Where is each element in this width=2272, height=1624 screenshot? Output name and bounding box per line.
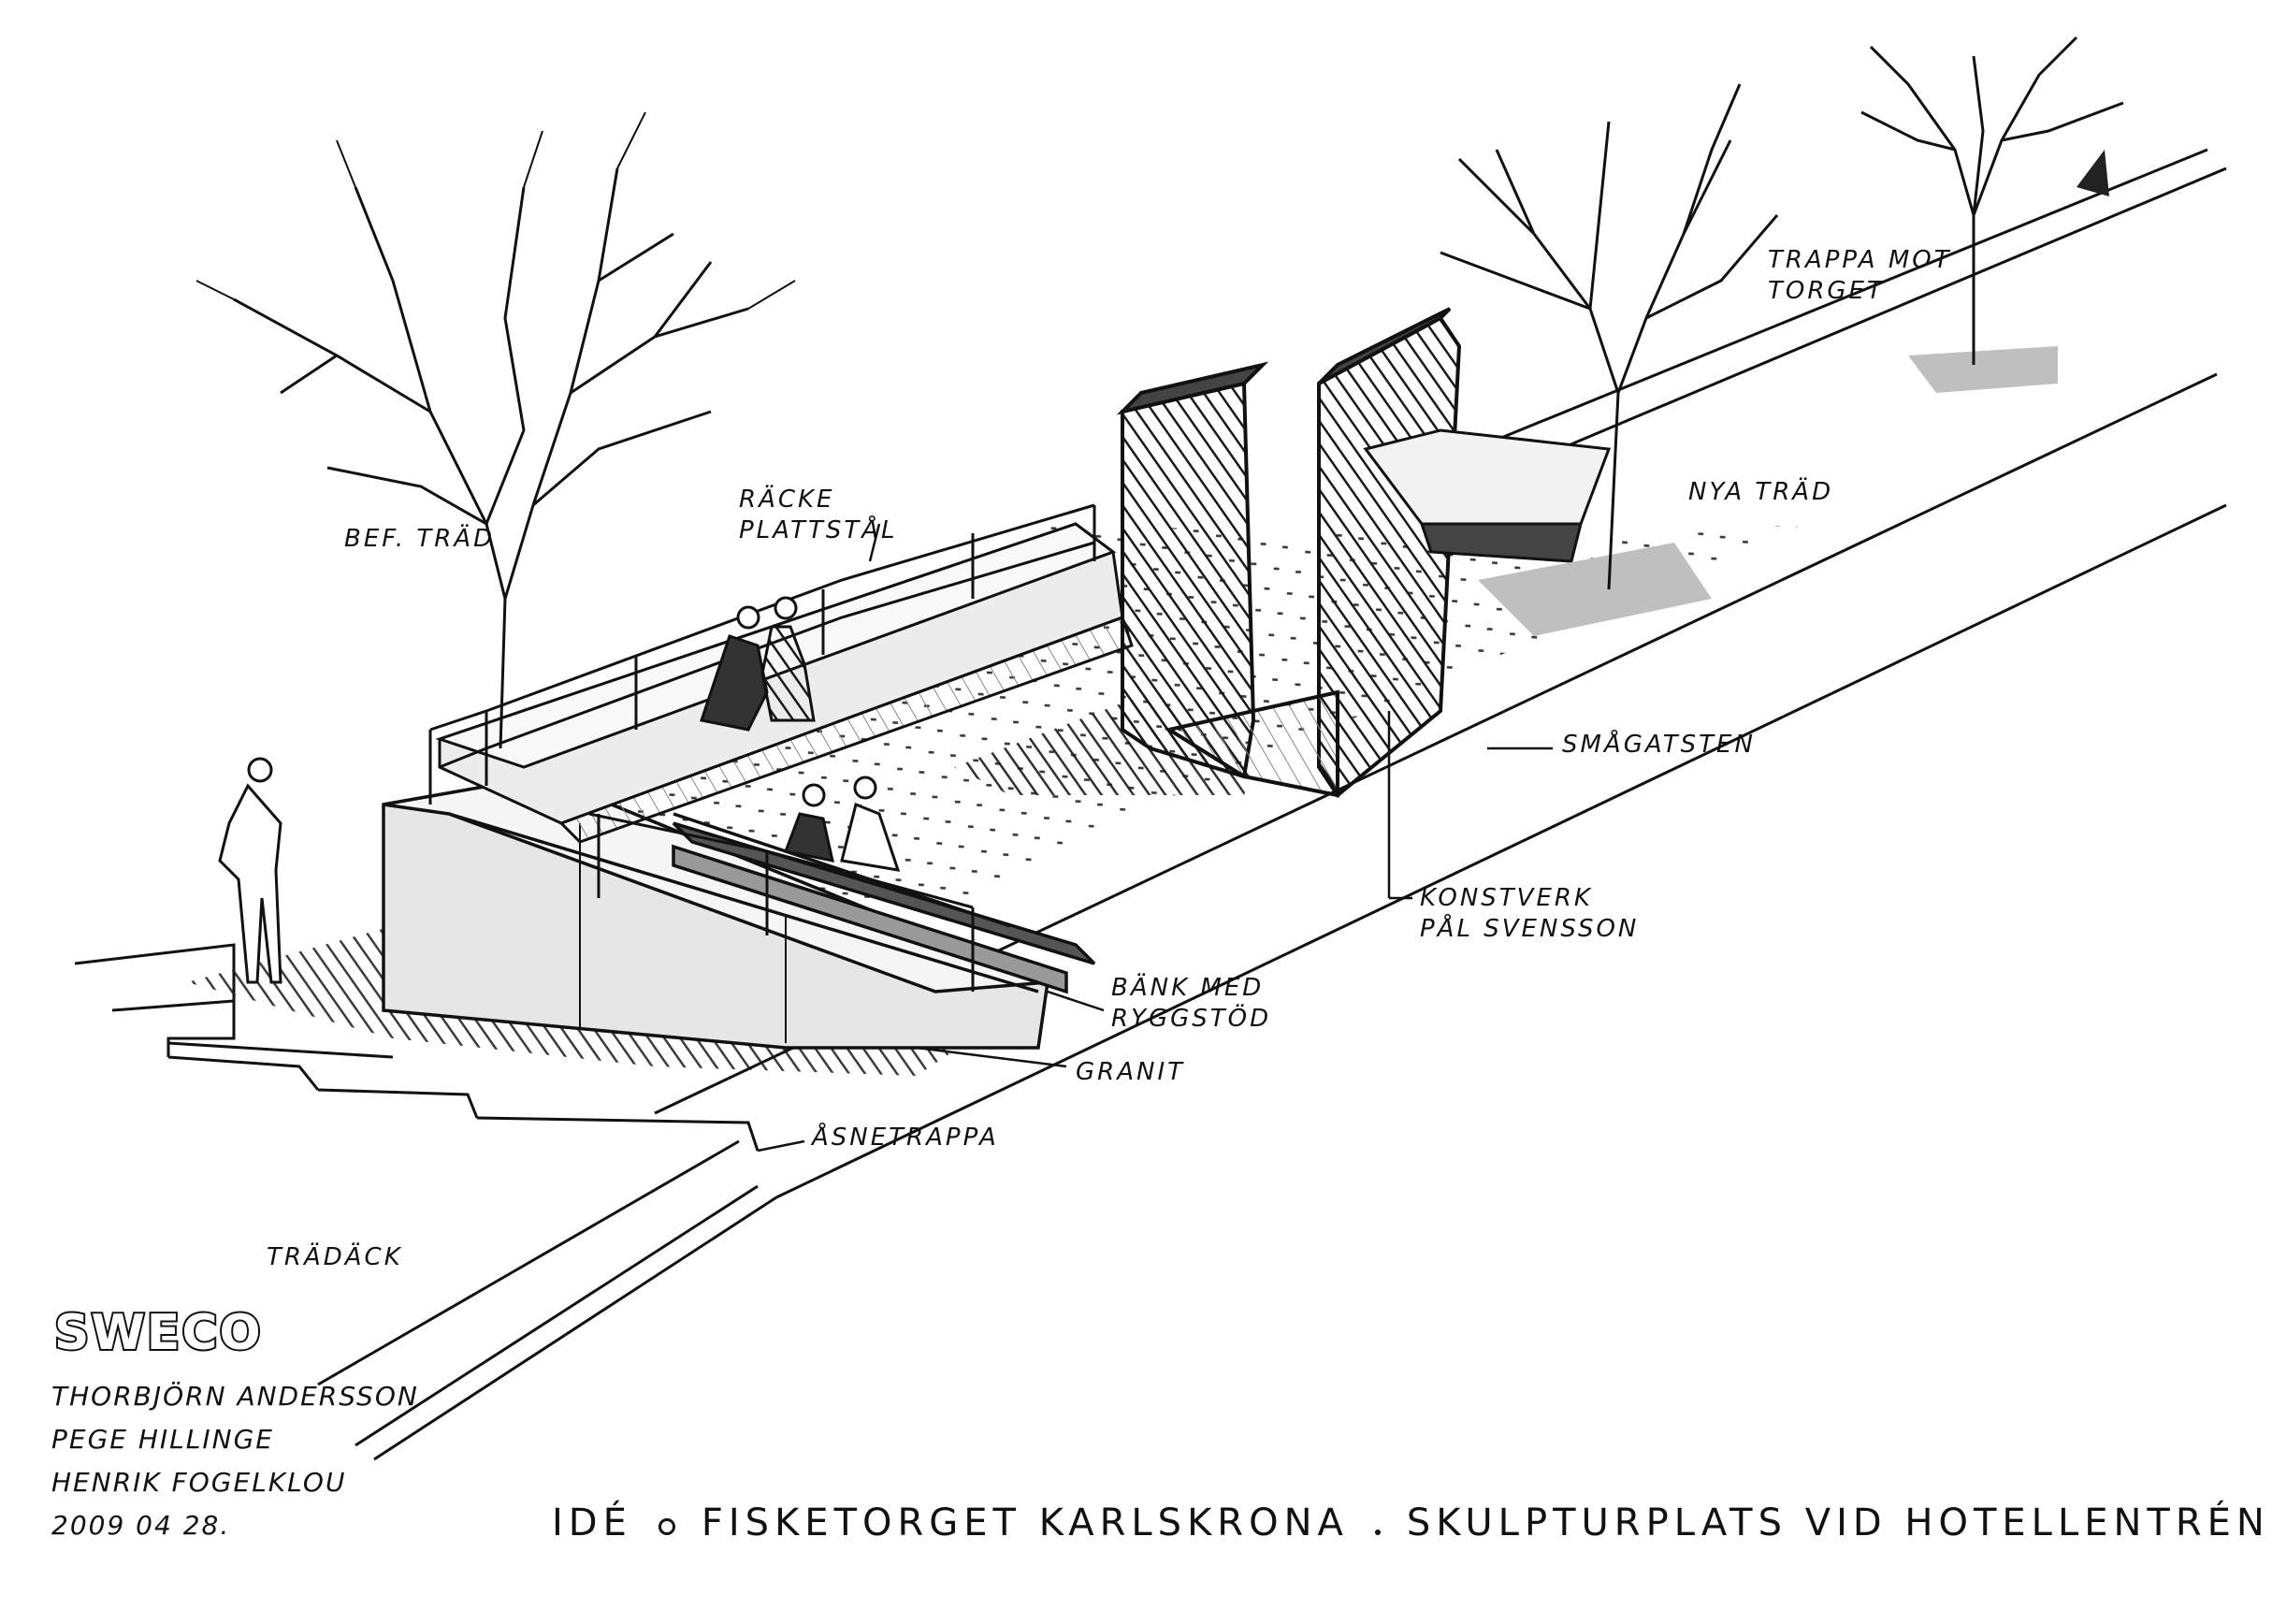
label-nya-trad: NYA TRÄD xyxy=(1688,478,1834,506)
people-on-bench xyxy=(700,596,901,872)
label-bef-trad: BEF. TRÄD xyxy=(344,525,496,553)
label-konstverk-line2: PÅL SVENSSON xyxy=(1420,915,1640,943)
label-konstverk: KONSTVERK PÅL SVENSSON xyxy=(1420,883,1639,945)
tree-shadow-far xyxy=(1908,346,2058,393)
asnetrappa-steps xyxy=(74,943,760,1152)
credit-author-1: THORBJÖRN ANDERSSON xyxy=(51,1381,419,1412)
credit-date: 2009 04 28. xyxy=(51,1510,231,1541)
label-trappa-mot-torget: TRAPPA MOT TORGET xyxy=(1768,245,1952,307)
label-racke-line2: PLATTSTÅL xyxy=(739,516,898,544)
trappa-marker xyxy=(2077,150,2109,196)
label-trappa-line1: TRAPPA MOT xyxy=(1768,246,1952,274)
label-racke-line1: RÄCKE xyxy=(739,486,835,514)
street-edge-lines xyxy=(317,148,2227,1461)
existing-tree xyxy=(195,111,796,749)
credit-author-2: PEGE HILLINGE xyxy=(51,1424,274,1455)
label-bank-line1: BÄNK MED xyxy=(1111,974,1265,1002)
railing xyxy=(428,503,1096,992)
far-tree xyxy=(1860,36,2124,365)
granite-wall xyxy=(382,775,1049,1050)
credit-author-3: HENRIK FOGELKLOU xyxy=(51,1467,347,1498)
new-tree xyxy=(1440,83,1779,590)
label-trappa-line2: TORGET xyxy=(1768,277,1885,305)
title-separator-dot xyxy=(1374,1530,1381,1535)
title-line: IDÉ FISKETORGET KARLSKRONA SKULPTURPLATS… xyxy=(552,1501,2270,1544)
title-ide: IDÉ xyxy=(552,1501,632,1544)
label-konstverk-line1: KONSTVERK xyxy=(1420,884,1593,912)
sweco-logo: SWECO xyxy=(52,1303,263,1363)
tree-shadow-right xyxy=(1478,543,1712,636)
label-asnetrappa: ÅSNETRAPPA xyxy=(812,1124,999,1152)
label-smagatsten: SMÅGATSTEN xyxy=(1562,731,1756,759)
title-bullet xyxy=(658,1518,675,1535)
person-standing xyxy=(218,757,282,984)
title-place: FISKETORGET KARLSKRONA xyxy=(701,1501,1349,1544)
canopy-slab xyxy=(1363,428,1612,563)
label-tradack: TRÄDÄCK xyxy=(267,1243,403,1271)
bench-with-backrest xyxy=(672,812,1096,994)
label-racke: RÄCKE PLATTSTÅL xyxy=(739,485,897,546)
label-bank-med-ryggstod: BÄNK MED RYGGSTÖD xyxy=(1111,973,1271,1035)
label-bank-line2: RYGGSTÖD xyxy=(1111,1005,1272,1033)
credits-block: THORBJÖRN ANDERSSON PEGE HILLINGE HENRIK… xyxy=(51,1375,419,1547)
leader-lines xyxy=(757,523,1553,1153)
label-granit: GRANIT xyxy=(1076,1058,1185,1086)
title-subject: SKULPTURPLATS VID HOTELLENTRÉN xyxy=(1406,1501,2270,1544)
